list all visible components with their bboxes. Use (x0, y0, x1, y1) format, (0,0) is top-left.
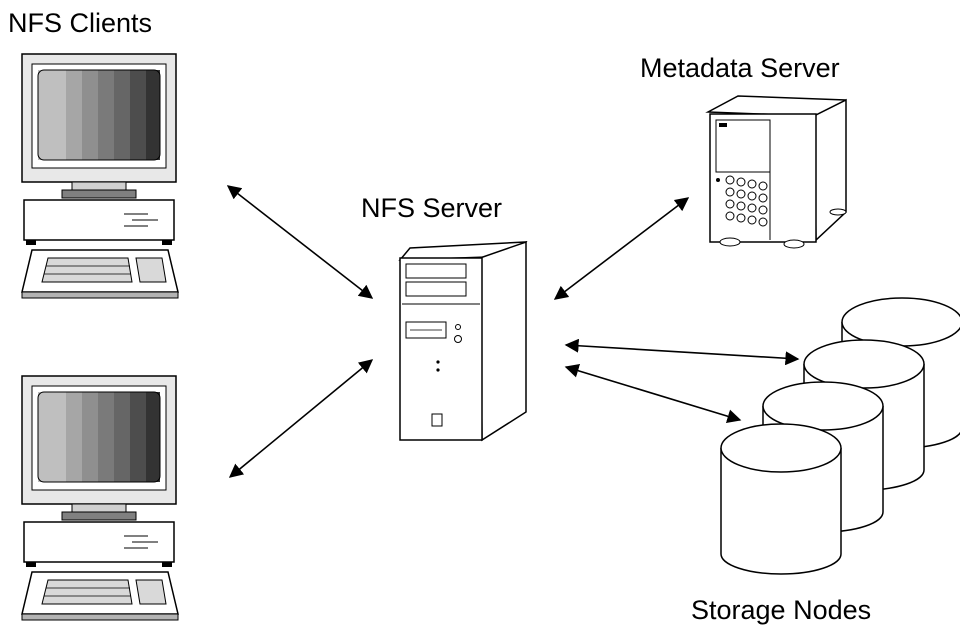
storage-disk-4-icon (720, 423, 842, 575)
metadata-server-icon (705, 95, 847, 249)
nfs-clients-label: NFS Clients (8, 8, 153, 38)
server-storage-connector-1 (564, 338, 800, 366)
nfs-server-tower-icon (398, 240, 528, 442)
server-metadata-connector (553, 197, 690, 300)
nfs-client-1-desktop-icon (21, 53, 179, 299)
client2-server-connector (228, 359, 374, 478)
storage-nodes-label: Storage Nodes (691, 595, 872, 625)
nfs-server-label: NFS Server (361, 193, 503, 223)
server-storage-connector-2 (564, 363, 742, 424)
metadata-server-label: Metadata Server (640, 53, 840, 83)
client1-server-connector (226, 185, 374, 299)
nfs-client-2-desktop-icon (21, 375, 179, 621)
